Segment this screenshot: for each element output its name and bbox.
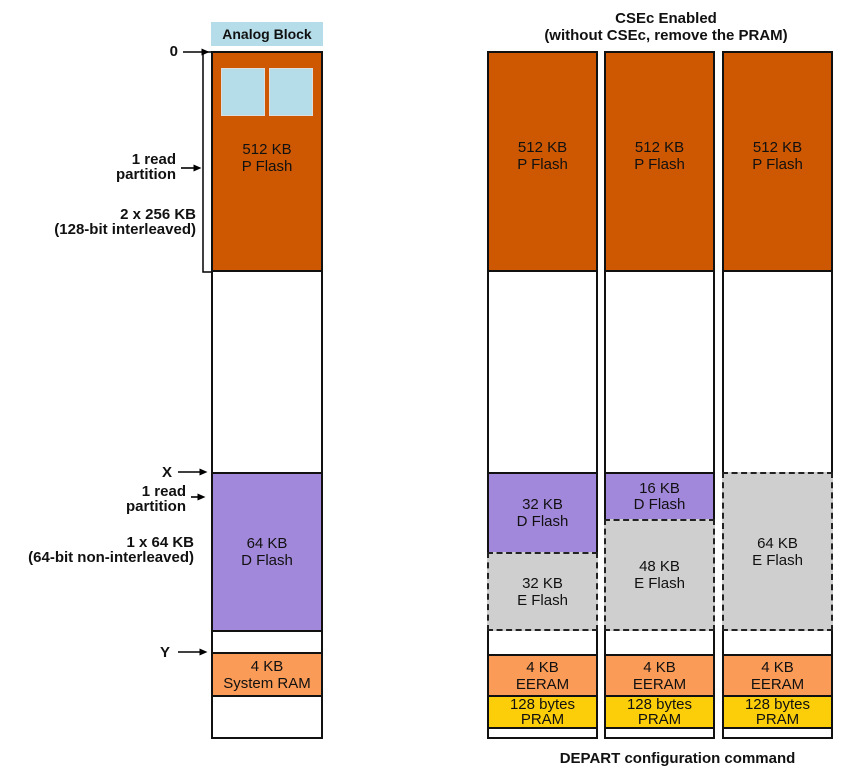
cse-column-1: 512 KB P Flash 32 KB D Flash 32 KB E Fla… (487, 51, 598, 739)
pflash-base-label: 512 KB P Flash (241, 141, 293, 175)
unused-region (722, 631, 833, 654)
unused-region (487, 631, 598, 654)
pflash-block-cse2: 512 KB P Flash (604, 51, 715, 272)
unused-region (604, 631, 715, 654)
y-marker-label: Y (159, 644, 170, 661)
eflash-block-cse2: 48 KB E Flash (604, 519, 715, 631)
depart-caption: DEPART configuration command (559, 750, 796, 767)
x-marker-label: X (161, 464, 172, 481)
pram-block-cse2: 128 bytes PRAM (604, 697, 715, 729)
base-memory-column: 512 KB P Flash 64 KB D Flash 4 KB System… (211, 51, 323, 739)
eflash-block-cse3: 64 KB E Flash (722, 472, 833, 631)
eflash-block-cse1: 32 KB E Flash (487, 552, 598, 631)
dflash-block-base: 64 KB D Flash (211, 472, 323, 632)
pflash-block-cse3: 512 KB P Flash (722, 51, 833, 272)
eeram-block-cse2: 4 KB EERAM (604, 654, 715, 697)
read-partition-label-top: 1 read partition (116, 151, 176, 183)
eeram-block-cse3: 4 KB EERAM (722, 654, 833, 697)
interleave-square-2 (269, 68, 313, 116)
unused-region (487, 272, 598, 472)
pflash-bracket (202, 51, 211, 273)
pflash-interleave-note: 2 x 256 KB (128-bit interleaved) (54, 206, 196, 238)
title-line-2: (without CSEc, remove the PRAM) (544, 27, 788, 44)
pflash-interleave-squares (221, 68, 313, 116)
unused-region (722, 272, 833, 472)
eeram-block-cse1: 4 KB EERAM (487, 654, 598, 697)
cse-column-2: 512 KB P Flash 16 KB D Flash 48 KB E Fla… (604, 51, 715, 739)
analog-block-label: Analog Block (211, 22, 323, 46)
pflash-block-cse1: 512 KB P Flash (487, 51, 598, 272)
unused-region (211, 632, 323, 652)
dflash-block-cse2: 16 KB D Flash (604, 472, 715, 519)
pram-block-cse3: 128 bytes PRAM (722, 697, 833, 729)
dflash-block-cse1: 32 KB D Flash (487, 472, 598, 552)
unused-region (487, 729, 598, 739)
cse-column-3: 512 KB P Flash 64 KB E Flash 4 KB EERAM … (722, 51, 833, 739)
interleave-square-1 (221, 68, 265, 116)
diagram-title: CSEc Enabled (without CSEc, remove the P… (480, 10, 852, 44)
dflash-noninterleave-note: 1 x 64 KB (64-bit non-interleaved) (28, 534, 194, 566)
title-line-1: CSEc Enabled (615, 10, 717, 27)
pflash-block-base: 512 KB P Flash (211, 51, 323, 272)
origin-label: 0 (169, 43, 178, 60)
pram-block-cse1: 128 bytes PRAM (487, 697, 598, 729)
unused-region (604, 729, 715, 739)
read-partition-label-bottom: 1 read partition (126, 483, 186, 515)
unused-region (211, 272, 323, 472)
system-ram-block: 4 KB System RAM (211, 652, 323, 697)
unused-region (722, 729, 833, 739)
unused-region (211, 697, 323, 739)
unused-region (604, 272, 715, 472)
